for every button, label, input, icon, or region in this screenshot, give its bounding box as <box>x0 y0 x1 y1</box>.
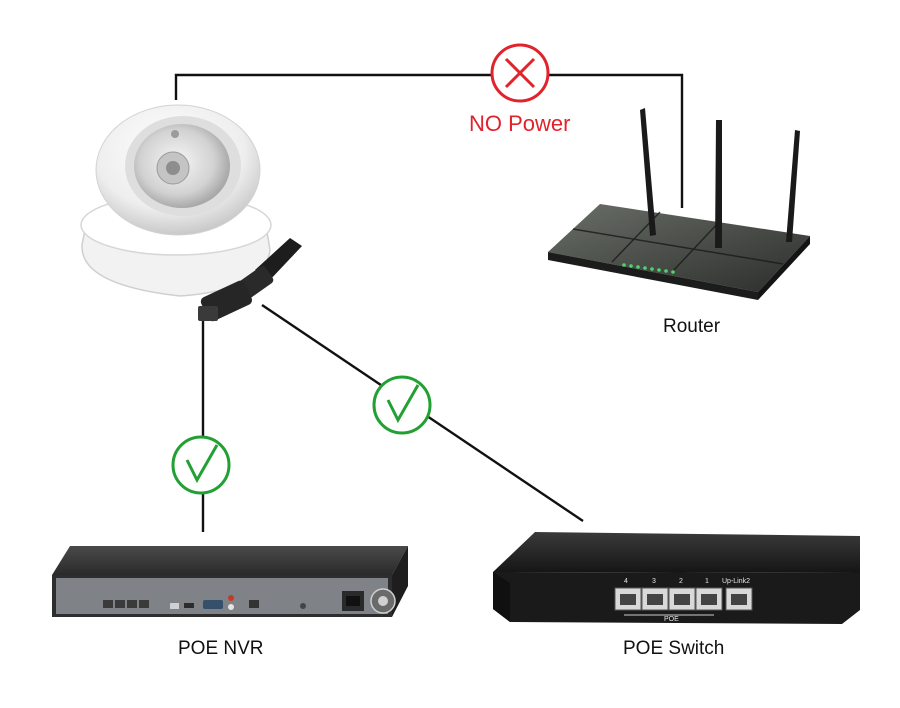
poe-nvr-image <box>52 546 408 617</box>
switch-port-label: 3 <box>652 578 656 585</box>
poe-switch-label: POE Switch <box>623 638 725 659</box>
router-label: Router <box>663 316 721 337</box>
check-circle-icon <box>171 435 231 495</box>
switch-port-label: 4 <box>624 578 628 585</box>
switch-uplink-label: Up-Link2 <box>722 578 750 585</box>
dome-camera-image <box>80 104 302 322</box>
cross-circle-icon <box>490 43 550 103</box>
switch-port-label: 2 <box>679 578 683 585</box>
switch-port-label: 1 <box>705 578 709 585</box>
check-circle-icon <box>372 375 432 435</box>
switch-poe-label: POE <box>664 616 679 623</box>
no-power-label: NO Power <box>469 111 571 136</box>
camera-router-line <box>174 73 684 208</box>
poe-nvr-label: POE NVR <box>178 638 264 659</box>
poe-switch-image: 4 3 2 1 Up-Link2 POE <box>493 532 860 624</box>
router-image <box>548 108 810 300</box>
